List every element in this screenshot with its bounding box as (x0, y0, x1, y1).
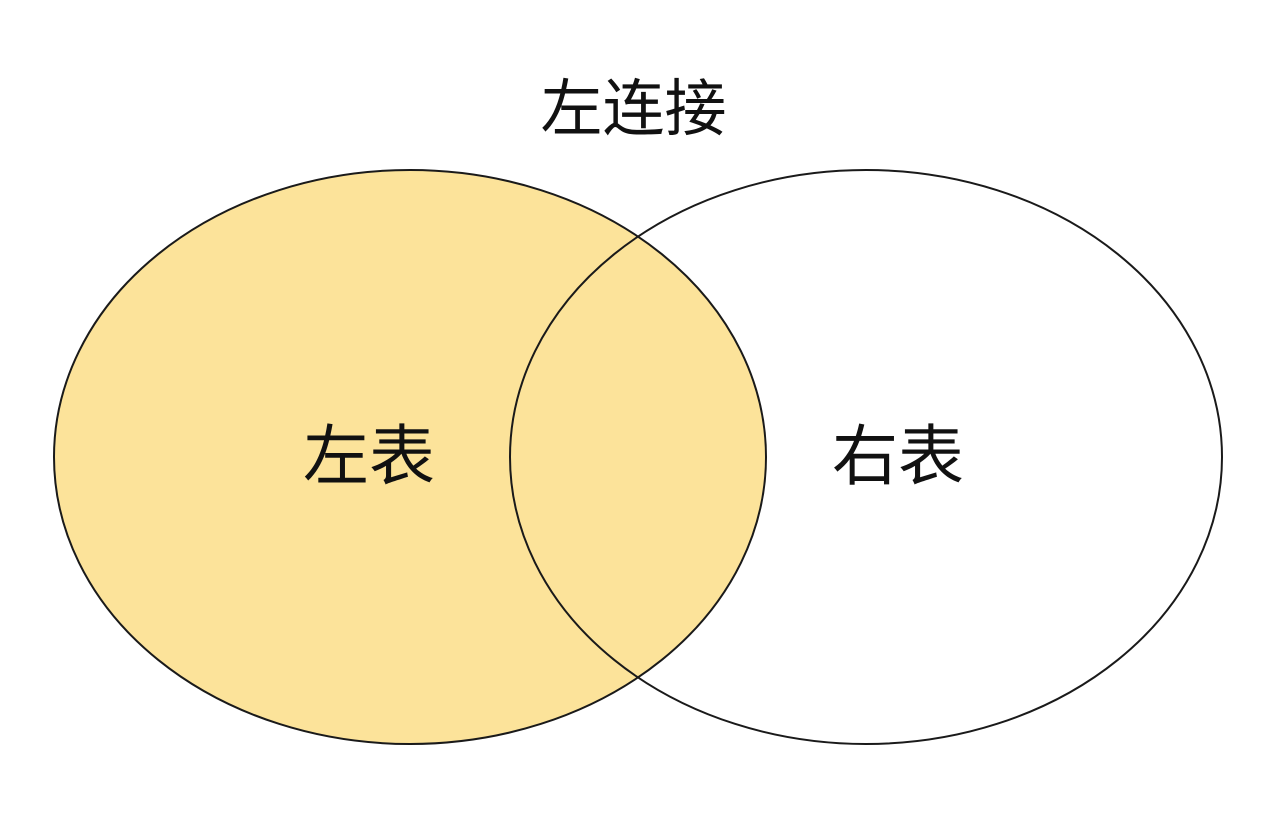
right-set-outline (509, 169, 1223, 745)
overlap-region (510, 170, 766, 744)
left-set-outline (53, 169, 767, 745)
left-set-label: 左表 (303, 418, 435, 495)
right-set-label: 右表 (832, 418, 964, 495)
diagram-title: 左连接 (540, 72, 727, 145)
